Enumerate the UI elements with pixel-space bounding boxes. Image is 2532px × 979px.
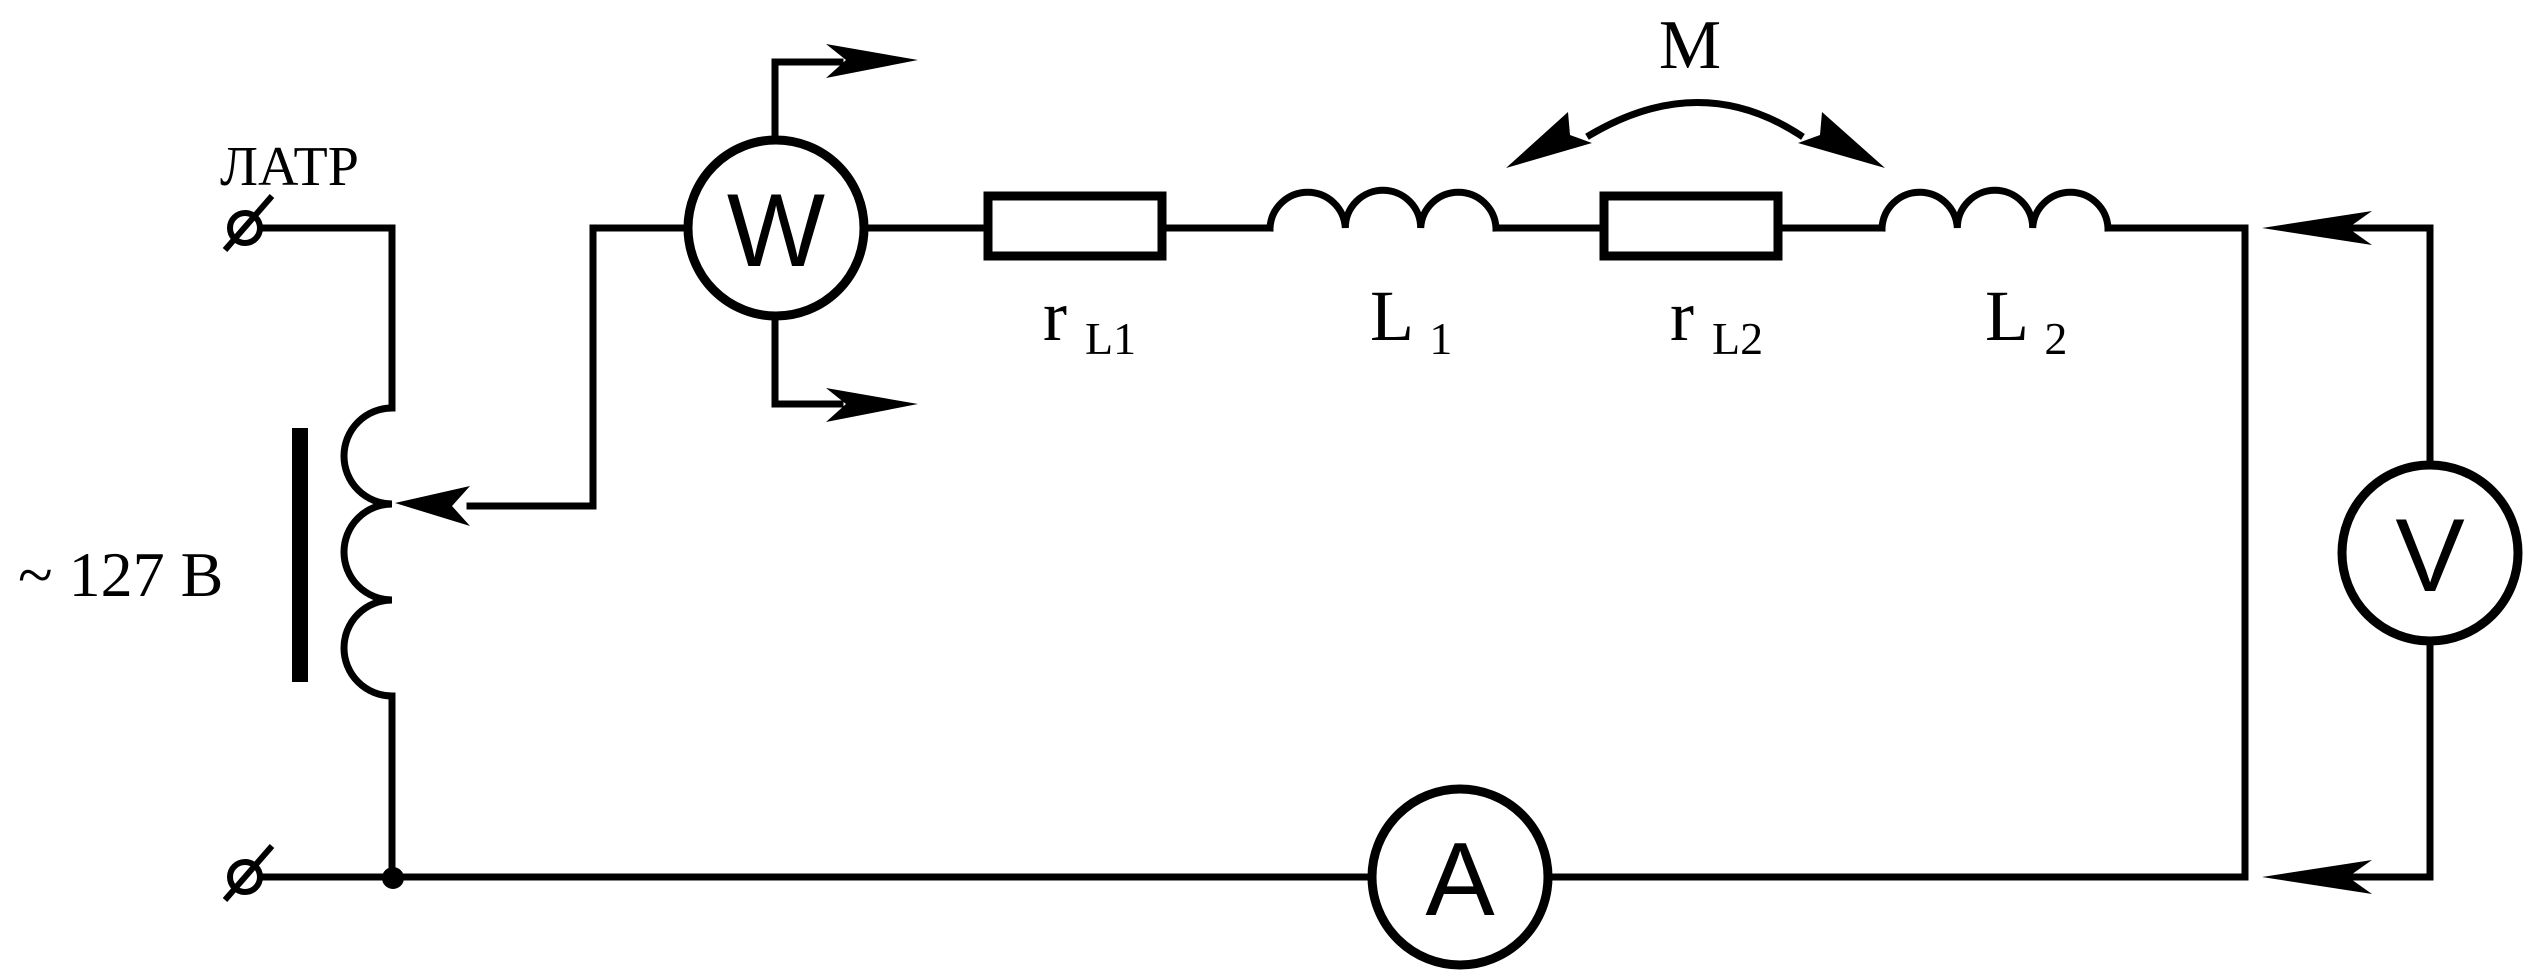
wire-right-side bbox=[1546, 224, 2249, 881]
wattmeter: W bbox=[683, 44, 918, 422]
voltmeter-circle bbox=[2337, 460, 2523, 646]
mutual-arrowhead-right bbox=[1798, 112, 1885, 168]
ammeter: A bbox=[1367, 784, 1553, 970]
wattmeter-voltage-lead-top bbox=[771, 58, 844, 142]
autotransformer-upper-wire bbox=[258, 224, 396, 412]
top-terminal bbox=[222, 194, 275, 252]
wattmeter-circle bbox=[683, 135, 869, 321]
resistor-rl2-label-base: r bbox=[1670, 276, 1694, 356]
wattmeter-symbol: W bbox=[727, 173, 825, 289]
inductor-l1-label-sub: 1 bbox=[1429, 313, 1452, 364]
resistor-rl2-label-sub: L2 bbox=[1712, 313, 1763, 364]
autotransformer-label: ЛАТР bbox=[220, 136, 359, 198]
resistor-rl1-label: r L1 bbox=[1043, 276, 1136, 364]
inductor-l2-label-sub: 2 bbox=[2044, 313, 2067, 364]
inductor-l2-label: L 2 bbox=[1985, 276, 2067, 364]
wattmeter-arrowhead-top bbox=[826, 44, 918, 78]
resistor-rl2-label: r L2 bbox=[1670, 276, 1763, 364]
voltmeter-symbol: V bbox=[2395, 498, 2464, 614]
slider-arrow bbox=[466, 224, 604, 510]
inductor-l1-label-base: L bbox=[1370, 276, 1411, 356]
ammeter-symbol: A bbox=[1425, 822, 1495, 938]
voltmeter-arrowhead-bottom bbox=[2262, 860, 2372, 894]
resistor-rl2 bbox=[1599, 191, 1783, 261]
inductor-l1 bbox=[1266, 186, 1500, 232]
resistor-rl1-label-base: r bbox=[1043, 276, 1067, 356]
wattmeter-voltage-lead-bottom bbox=[771, 314, 844, 408]
mutual-arrowhead-left bbox=[1506, 112, 1592, 168]
mutual-inductance-label: M bbox=[1659, 7, 1721, 84]
wattmeter-arrowhead-bottom bbox=[826, 388, 918, 422]
slider-arrowhead bbox=[395, 486, 470, 526]
supply-voltage-label: ~ 127 В bbox=[18, 539, 223, 610]
resistor-rl1-label-sub: L1 bbox=[1085, 313, 1136, 364]
bottom-terminal bbox=[222, 844, 275, 902]
voltmeter-arrowhead-top bbox=[2262, 211, 2372, 245]
inductor-l2-label-base: L bbox=[1985, 276, 2026, 356]
resistor-rl1 bbox=[983, 191, 1167, 261]
ammeter-circle bbox=[1367, 784, 1553, 970]
voltmeter: V bbox=[2262, 211, 2523, 894]
inductor-l1-label: L 1 bbox=[1370, 276, 1452, 364]
autotransformer-winding bbox=[340, 404, 396, 700]
voltmeter-bottom-lead bbox=[2316, 636, 2434, 881]
mutual-inductance-arrow bbox=[1506, 99, 1885, 168]
inductor-l2 bbox=[1878, 186, 2112, 232]
voltmeter-top-lead bbox=[2316, 224, 2434, 464]
